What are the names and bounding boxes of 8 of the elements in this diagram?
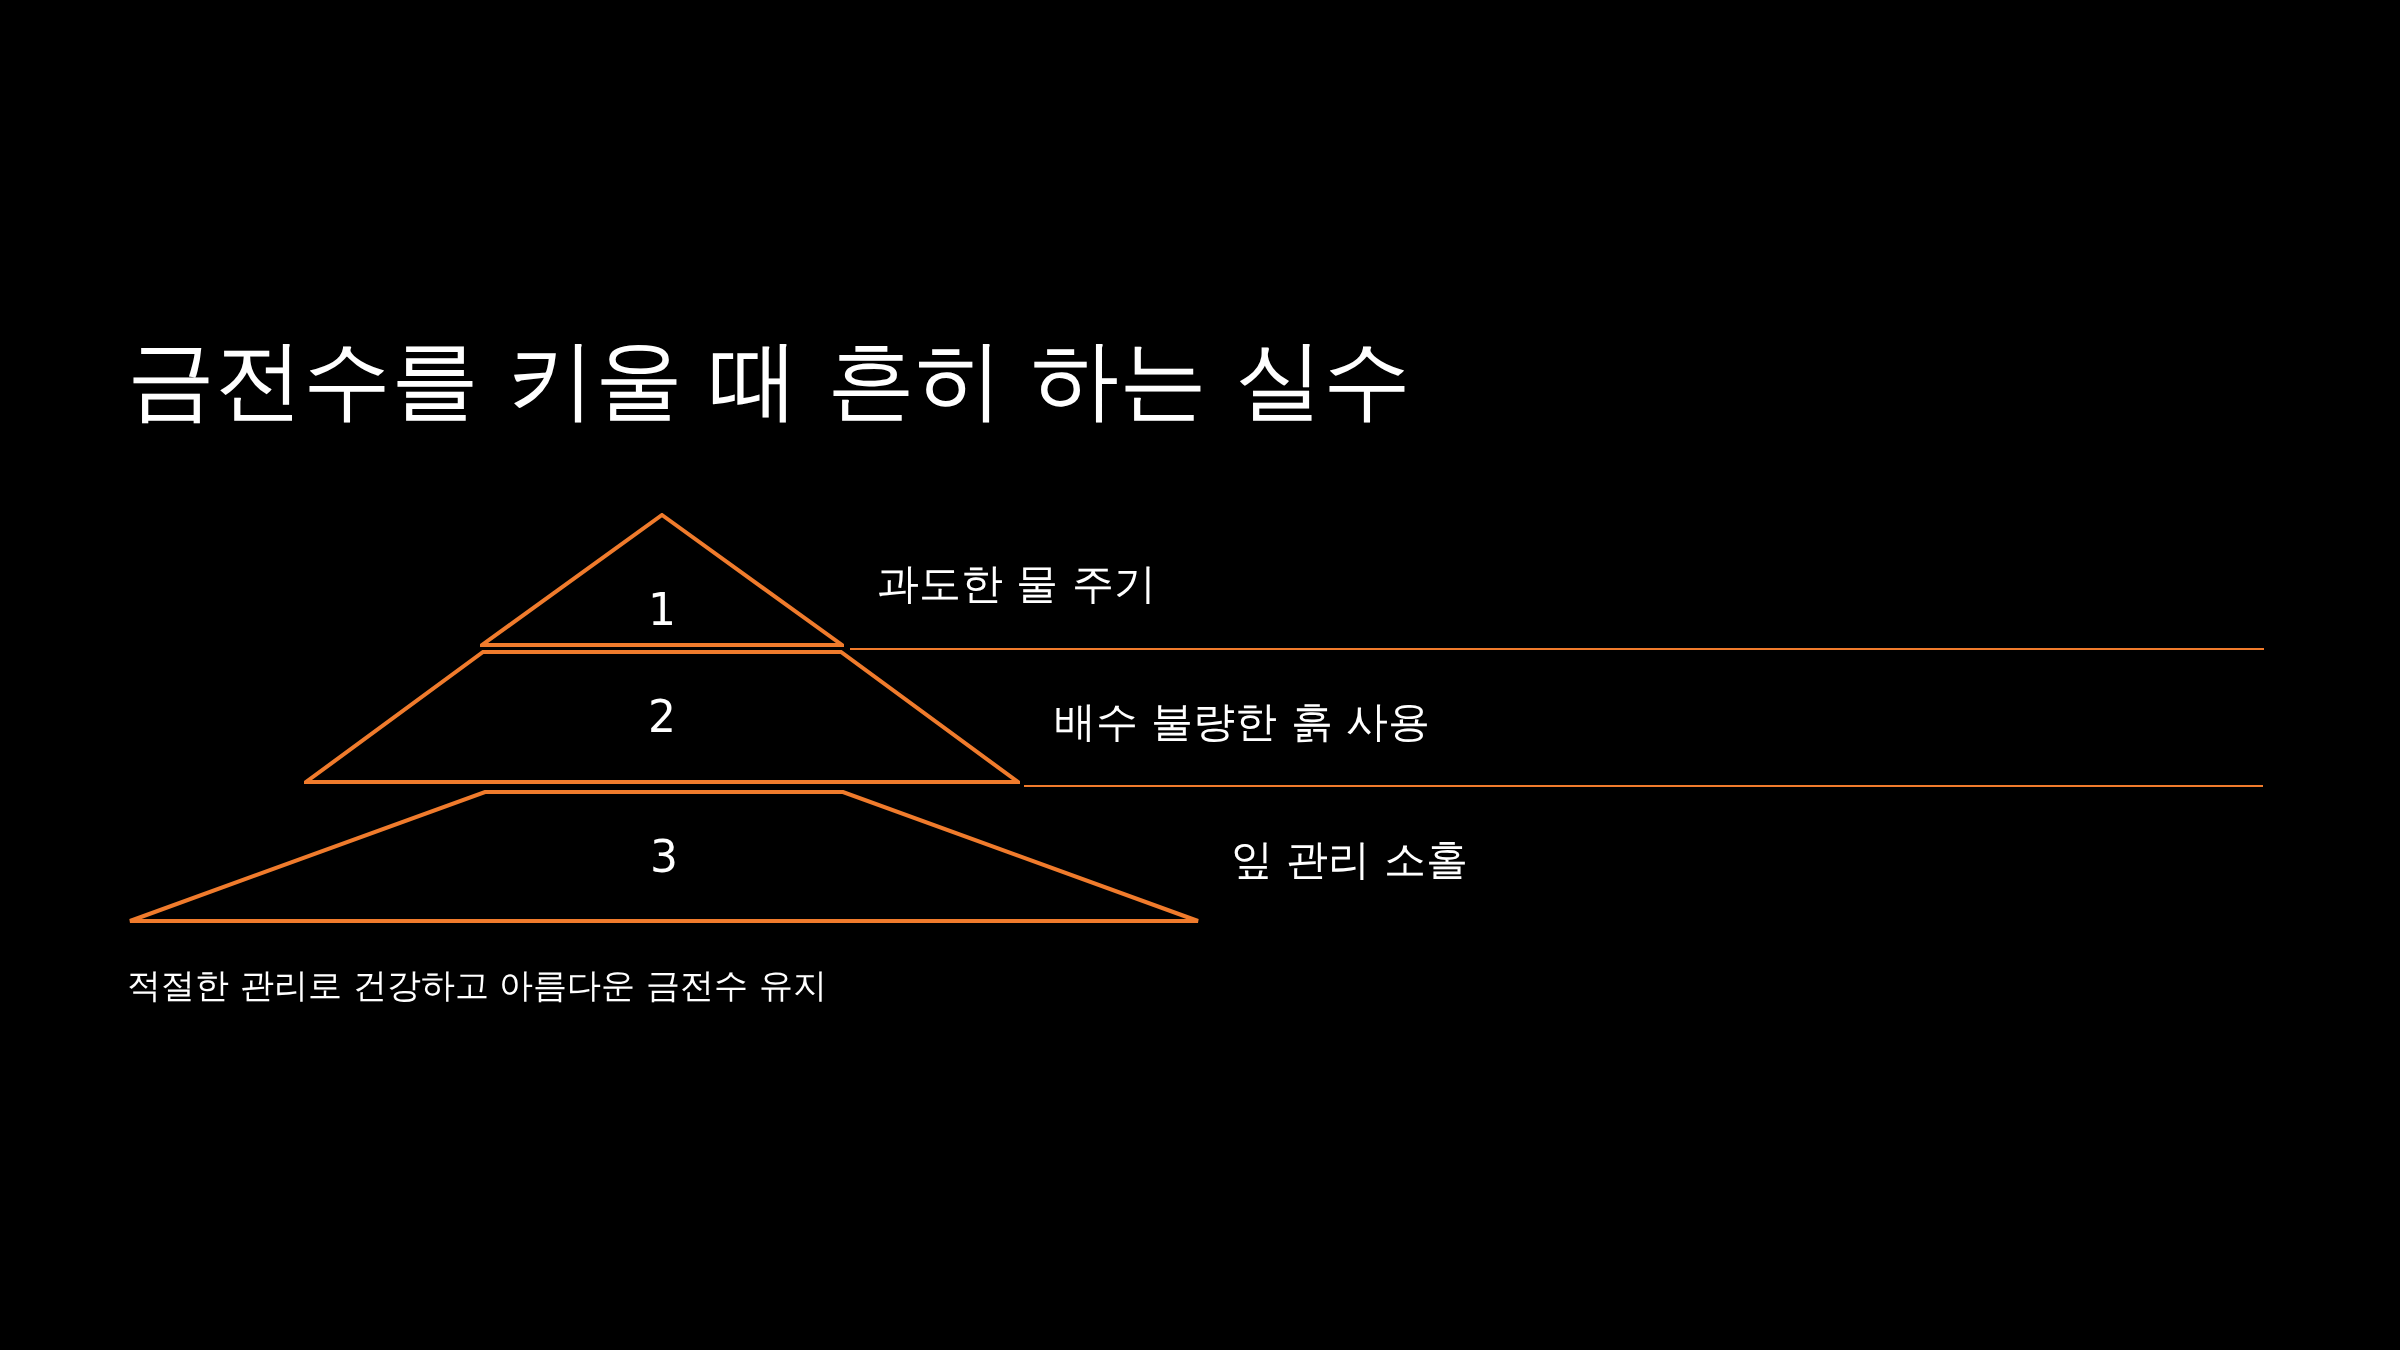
- tier-number: 3: [650, 829, 678, 884]
- tier-label: 잎 관리 소홀: [1231, 834, 1468, 886]
- tier-number: 2: [648, 690, 676, 744]
- tier-label: 배수 불량한 흙 사용: [1054, 696, 1431, 748]
- tier-number: 1: [648, 583, 676, 637]
- title: 금전수를 키울 때 흔히 하는 실수: [127, 327, 1411, 433]
- tier-label: 과도한 물 주기: [877, 558, 1156, 610]
- caption: 적절한 관리로 건강하고 아름다운 금전수 유지: [127, 964, 828, 1007]
